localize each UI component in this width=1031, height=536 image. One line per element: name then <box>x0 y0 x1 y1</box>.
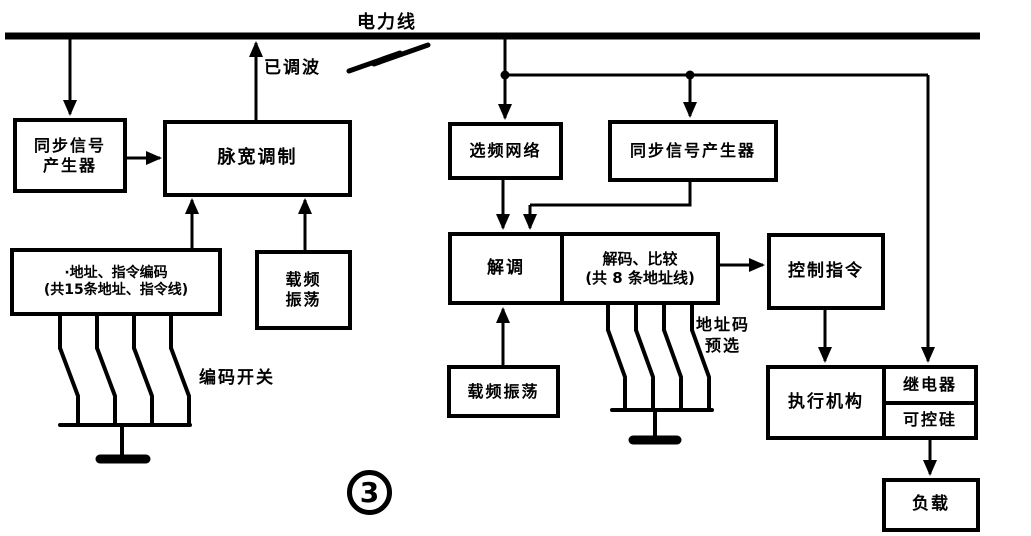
thyristor-cell: 可控硅 <box>886 405 974 437</box>
tx-carrier-osc-box: 载频 振荡 <box>255 250 352 330</box>
address-switch <box>662 303 683 412</box>
elbow-connector <box>530 182 692 207</box>
encoder-line2: (共15条地址、指令线) <box>43 282 189 298</box>
code-switch <box>58 314 80 427</box>
actuator-box: 执行机构 继电器 可控硅 <box>766 365 978 440</box>
address-switch-bank <box>606 303 714 445</box>
encoder-line1: ·地址、指令编码 <box>64 264 168 281</box>
decoder-cell: 解码、比较 (共 8 条地址线) <box>564 236 716 301</box>
load-label: 负载 <box>912 494 950 515</box>
demodulator-label: 解调 <box>487 257 525 278</box>
tx-carrier-osc-line2: 振荡 <box>285 290 322 309</box>
thyristor-label: 可控硅 <box>902 410 957 430</box>
modulated-wave-label: 已调波 <box>264 58 321 78</box>
freq-select-label: 选频网络 <box>469 141 542 160</box>
figure-number-badge: 3 <box>347 470 392 515</box>
rx-sync-generator-box: 同步信号产生器 <box>608 120 778 182</box>
address-switch <box>690 303 711 412</box>
control-cmd-label: 控制指令 <box>788 260 864 281</box>
decoder-line2: (共 8 条地址线) <box>585 268 695 287</box>
demodulator-cell: 解调 <box>452 236 564 301</box>
tx-carrier-osc-line1: 载频 <box>285 270 322 289</box>
tx-sync-generator-box: 同步信号 产生器 <box>13 118 127 193</box>
address-switch <box>606 303 627 412</box>
actuator-label: 执行机构 <box>788 391 864 412</box>
rx-sync-generator-label: 同步信号产生器 <box>629 141 756 160</box>
actuator-cell: 执行机构 <box>770 369 886 436</box>
control-cmd-box: 控制指令 <box>767 233 885 310</box>
tx-sync-generator-line2: 产生器 <box>42 155 97 175</box>
freq-select-box: 选频网络 <box>448 122 563 180</box>
rx-carrier-osc-box: 载频振荡 <box>447 365 560 418</box>
power-line-label: 电力线 <box>357 12 417 33</box>
decoder-line1: 解码、比较 <box>602 249 678 268</box>
address-switch <box>634 303 655 412</box>
address-preselect-line2: 预选 <box>705 335 742 355</box>
relay-label: 继电器 <box>902 374 957 394</box>
demod-decoder-box: 解调 解码、比较 (共 8 条地址线) <box>448 232 720 305</box>
load-box: 负载 <box>882 478 980 532</box>
output-stage-column: 继电器 可控硅 <box>886 369 974 436</box>
code-switch <box>95 314 117 427</box>
code-switch <box>169 314 191 427</box>
figure-number: 3 <box>359 476 380 509</box>
line-break-icon <box>346 42 431 74</box>
pwm-box: 脉宽调制 <box>163 120 352 197</box>
address-preselect-label: 地址码 预选 <box>696 315 750 357</box>
address-preselect-line1: 地址码 <box>696 315 751 334</box>
coding-switch-bank <box>58 314 192 464</box>
coding-switches-label: 编码开关 <box>199 368 275 388</box>
pwm-label: 脉宽调制 <box>217 147 298 169</box>
tx-sync-generator-line1: 同步信号 <box>33 135 106 155</box>
encoder-box: ·地址、指令编码 (共15条地址、指令线) <box>10 248 222 316</box>
relay-cell: 继电器 <box>886 369 974 405</box>
rx-carrier-osc-label: 载频振荡 <box>467 381 540 401</box>
code-switch <box>132 314 154 427</box>
